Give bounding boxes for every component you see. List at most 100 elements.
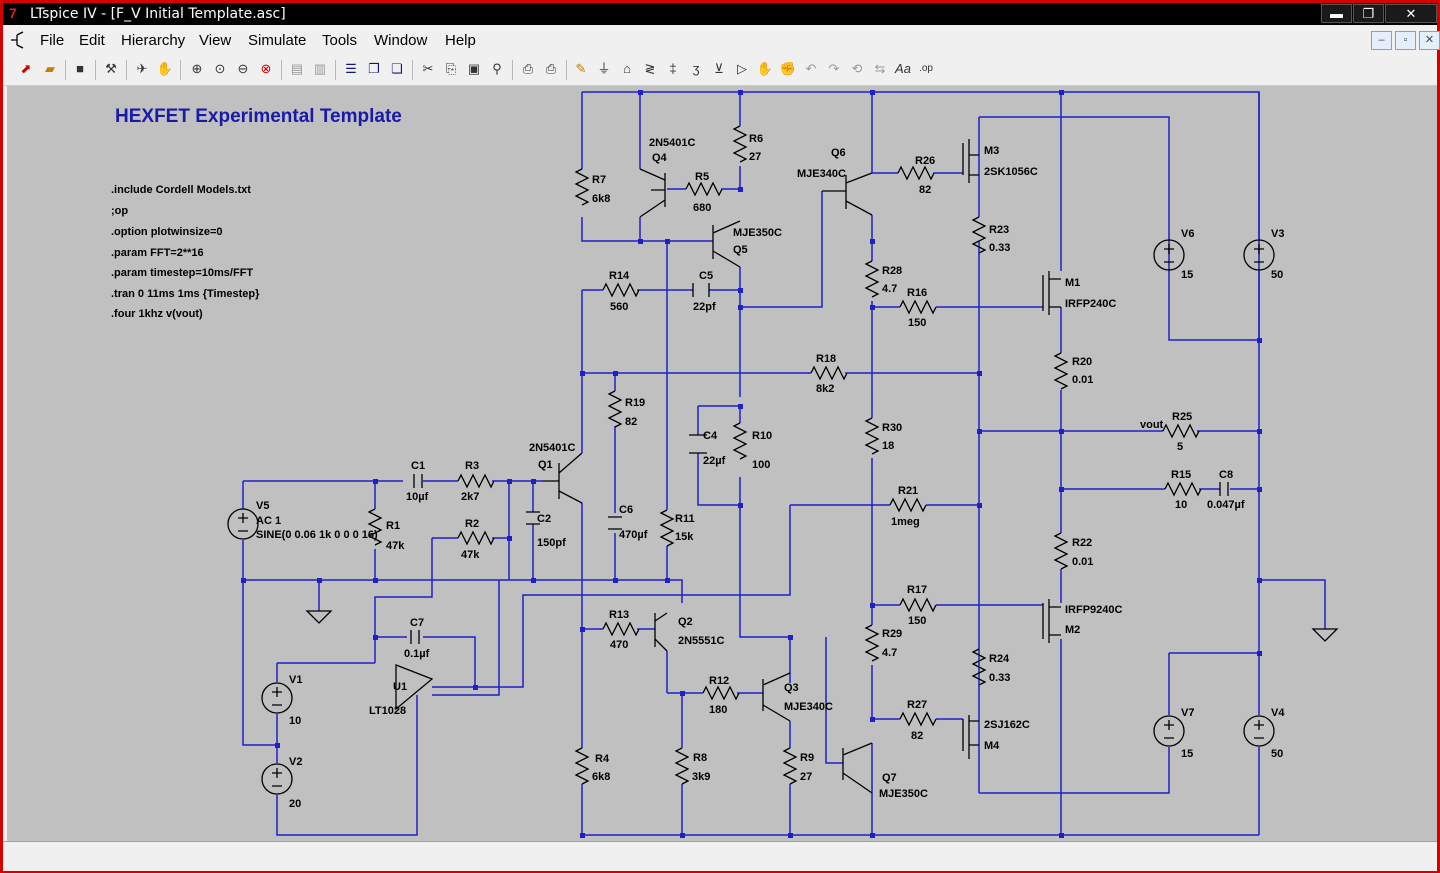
- label-r2-value[interactable]: 47k: [461, 549, 480, 561]
- label-r8-value[interactable]: 3k9: [692, 771, 710, 783]
- capacitor-icon[interactable]: ‡: [669, 61, 677, 76]
- menu-window[interactable]: Window: [374, 32, 428, 49]
- zoom-cancel-icon[interactable]: ⊗: [260, 61, 272, 76]
- label-r20-value[interactable]: 0.01: [1072, 374, 1093, 386]
- net-label-vout[interactable]: vout: [1140, 419, 1164, 431]
- label-r12[interactable]: R12: [709, 675, 729, 687]
- label-c4-value[interactable]: 22µf: [703, 455, 726, 467]
- label-m1[interactable]: M1: [1065, 277, 1080, 289]
- label-c5[interactable]: C5: [699, 270, 713, 282]
- label-r10-value[interactable]: 100: [752, 459, 770, 471]
- label-r12-value[interactable]: 180: [709, 704, 727, 716]
- label-v5-ac[interactable]: AC 1: [256, 515, 281, 527]
- mirror-icon[interactable]: ⇆: [874, 61, 886, 76]
- label-r11[interactable]: R11: [675, 513, 695, 525]
- copy-icon[interactable]: ⎘: [445, 61, 457, 76]
- label-r16[interactable]: R16: [907, 287, 927, 299]
- label-r30-value[interactable]: 18: [882, 440, 894, 452]
- label-c7-value[interactable]: 0.1µf: [404, 648, 430, 660]
- redo-icon[interactable]: ↷: [828, 61, 840, 76]
- menu-view[interactable]: View: [199, 32, 232, 49]
- label-v7-value[interactable]: 15: [1181, 748, 1193, 760]
- label-r1[interactable]: R1: [386, 520, 400, 532]
- label-c1[interactable]: C1: [411, 460, 425, 472]
- label-r19[interactable]: R19: [625, 397, 645, 409]
- print-icon[interactable]: ⎙: [545, 61, 557, 76]
- label-c6[interactable]: C6: [619, 504, 633, 516]
- label-r29[interactable]: R29: [882, 628, 902, 640]
- label-m4-type[interactable]: 2SJ162C: [984, 719, 1030, 731]
- directive-line[interactable]: .four 1khz v(vout): [111, 308, 203, 320]
- mdi-restore-button[interactable]: ▫: [1395, 31, 1416, 50]
- label-r22-value[interactable]: 0.01: [1072, 556, 1093, 568]
- move-icon[interactable]: ✋: [756, 61, 774, 76]
- label-r19-value[interactable]: 82: [625, 416, 637, 428]
- ground-icon[interactable]: ⏚: [597, 61, 611, 76]
- zoom-pan-icon[interactable]: ⊙: [214, 61, 226, 76]
- label-r13-value[interactable]: 470: [610, 639, 628, 651]
- label-v2[interactable]: V2: [289, 756, 302, 768]
- label-q7[interactable]: Q7: [882, 772, 897, 784]
- zoom-out-icon[interactable]: ⊖: [237, 61, 249, 76]
- cut-icon[interactable]: ✂: [422, 61, 434, 76]
- maximize-button[interactable]: ❐: [1353, 4, 1384, 23]
- label-v6-value[interactable]: 15: [1181, 269, 1193, 281]
- open-icon[interactable]: ▰: [45, 61, 55, 76]
- label-m3[interactable]: M3: [984, 145, 999, 157]
- label-v3[interactable]: V3: [1271, 228, 1284, 240]
- component-icon[interactable]: ▷: [737, 61, 747, 76]
- label-r2[interactable]: R2: [465, 518, 479, 530]
- label-r20[interactable]: R20: [1072, 356, 1092, 368]
- label-q7-type[interactable]: MJE350C: [879, 788, 928, 800]
- label-r4[interactable]: R4: [595, 753, 610, 765]
- schematic-drawing[interactable]: R7 6k8 2N5401C Q4 R5 680 R6 27 MJE350C Q…: [3, 3, 1437, 873]
- label-r21[interactable]: R21: [898, 485, 918, 497]
- label-r21-value[interactable]: 1meg: [891, 516, 920, 528]
- menu-tools[interactable]: Tools: [322, 32, 358, 49]
- close-button[interactable]: ✕: [1385, 4, 1437, 23]
- print-setup-icon[interactable]: ⎙: [522, 61, 534, 76]
- directive-line[interactable]: ;op: [111, 205, 129, 217]
- control-panel-icon[interactable]: ⚒: [105, 61, 117, 76]
- label-q1-type[interactable]: 2N5401C: [529, 442, 576, 454]
- label-u1-type[interactable]: LT1028: [369, 705, 406, 717]
- label-v4[interactable]: V4: [1271, 707, 1285, 719]
- halt-icon[interactable]: ✋: [156, 61, 174, 76]
- diode-icon[interactable]: ⊻: [714, 61, 724, 76]
- label-r6[interactable]: R6: [749, 133, 763, 145]
- label-r24[interactable]: R24: [989, 653, 1010, 665]
- waveform-icon[interactable]: ❏: [391, 61, 403, 76]
- text-icon[interactable]: Aa: [895, 61, 911, 76]
- minimize-button[interactable]: ▬: [1321, 4, 1352, 23]
- label-r15-value[interactable]: 10: [1175, 499, 1187, 511]
- label-c4[interactable]: C4: [703, 430, 718, 442]
- label-c7[interactable]: C7: [410, 617, 424, 629]
- label-q5-type[interactable]: MJE350C: [733, 227, 782, 239]
- label-r26-value[interactable]: 82: [919, 184, 931, 196]
- inductor-icon[interactable]: ʒ: [692, 61, 700, 76]
- label-v1-value[interactable]: 10: [289, 715, 301, 727]
- label-q2-type[interactable]: 2N5551C: [678, 635, 725, 647]
- label-v1[interactable]: V1: [289, 674, 302, 686]
- schematic-canvas[interactable]: [7, 86, 1437, 841]
- label-r28-value[interactable]: 4.7: [882, 283, 897, 295]
- label-q3[interactable]: Q3: [784, 682, 799, 694]
- label-c8[interactable]: C8: [1219, 469, 1233, 481]
- label-c2[interactable]: C2: [537, 513, 551, 525]
- label-c5-value[interactable]: 22pf: [693, 301, 716, 313]
- label-u1[interactable]: U1: [393, 681, 407, 693]
- label-r3[interactable]: R3: [465, 460, 479, 472]
- label-r9[interactable]: R9: [800, 752, 814, 764]
- label-q6-type[interactable]: MJE340C: [797, 168, 846, 180]
- find-icon[interactable]: ⚲: [492, 61, 502, 76]
- label-r30[interactable]: R30: [882, 422, 902, 434]
- save-icon[interactable]: ■: [76, 61, 84, 76]
- wire-icon[interactable]: ✎: [575, 61, 587, 76]
- undo-icon[interactable]: ↶: [805, 61, 817, 76]
- label-r15[interactable]: R15: [1171, 469, 1191, 481]
- tile-horizontal-icon[interactable]: ▤: [290, 61, 304, 76]
- label-v5[interactable]: V5: [256, 500, 269, 512]
- tile-vertical-icon[interactable]: ▥: [313, 61, 327, 76]
- label-q3-type[interactable]: MJE340C: [784, 701, 833, 713]
- label-q5[interactable]: Q5: [733, 244, 748, 256]
